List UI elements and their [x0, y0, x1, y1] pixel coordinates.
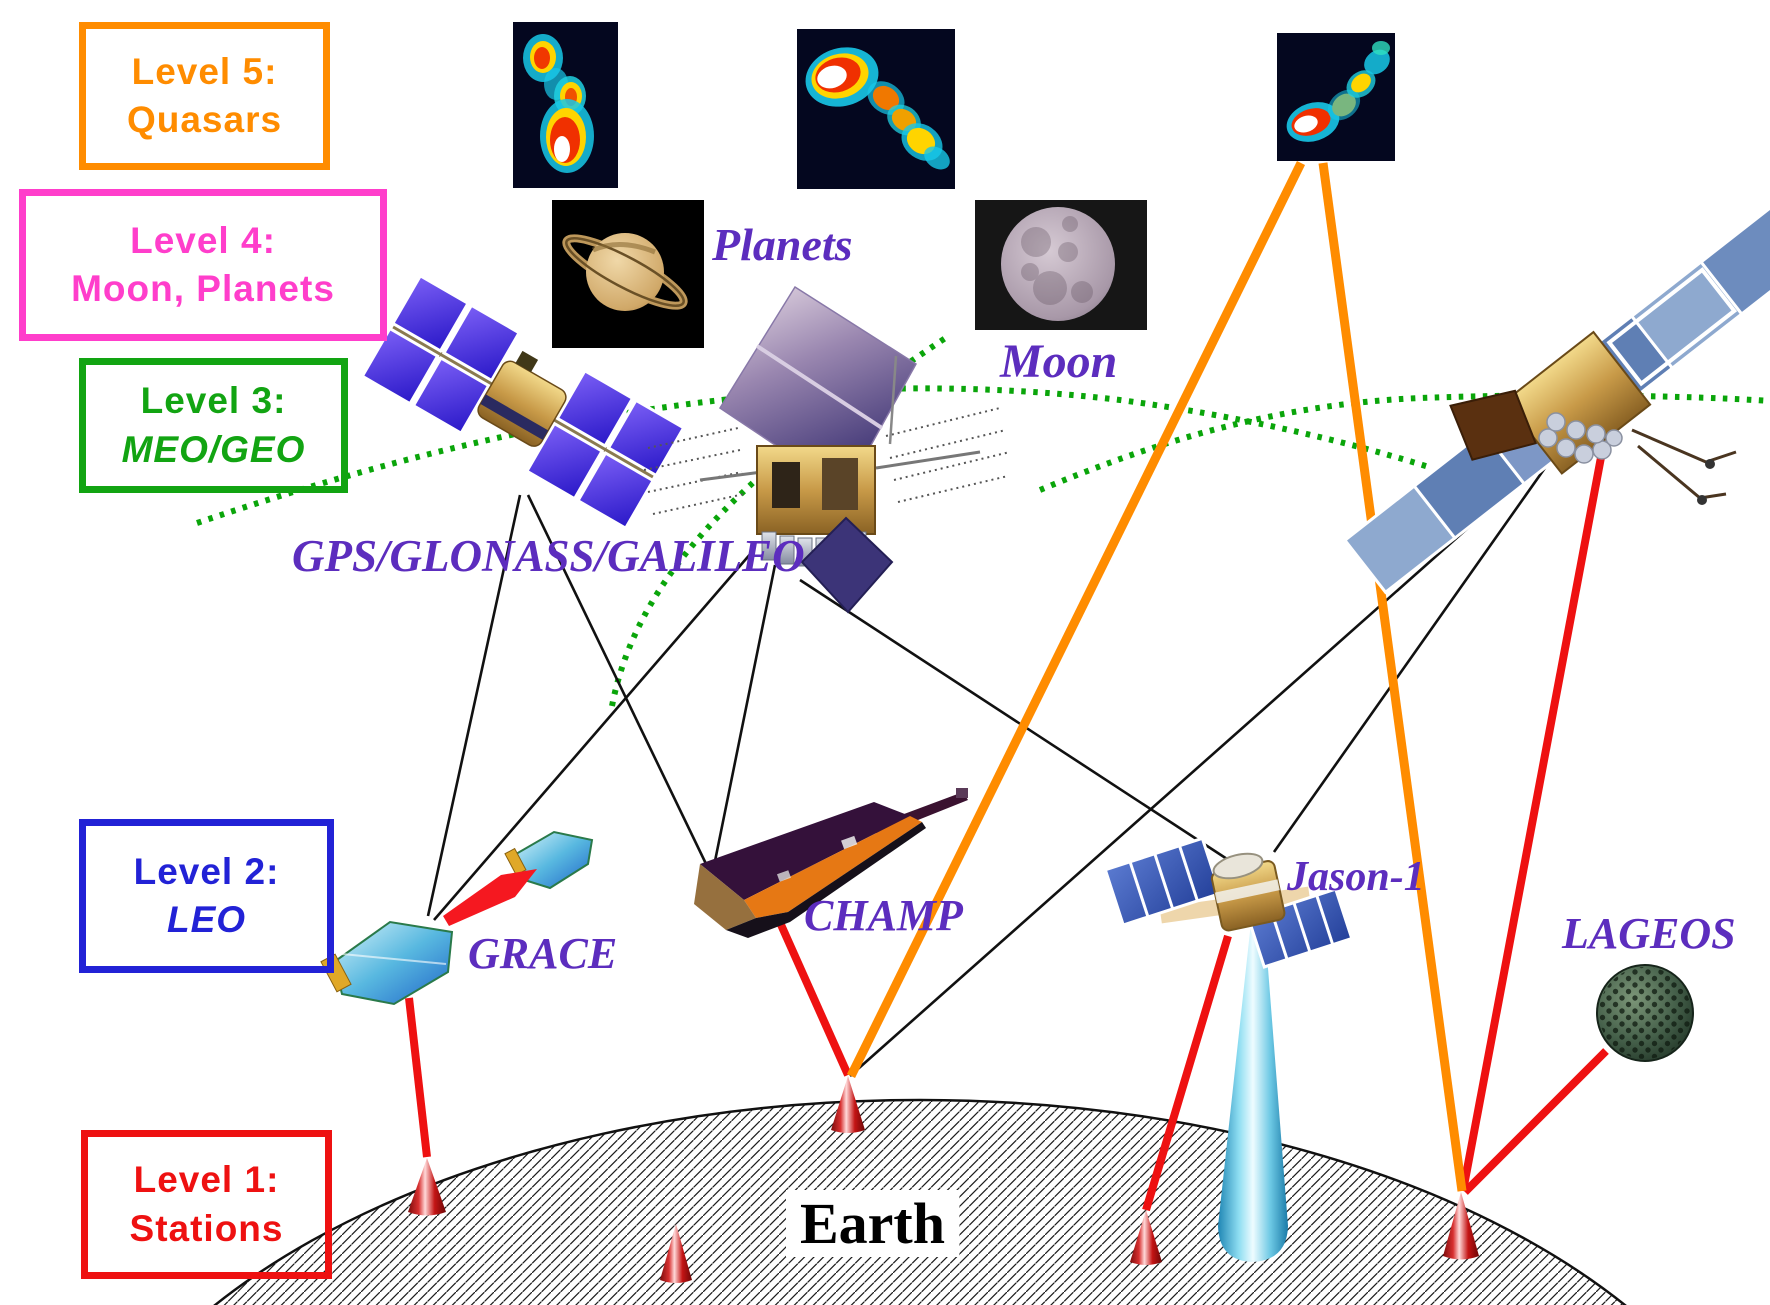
level2-line2: LEO [166, 899, 247, 940]
glonass-satellite [360, 273, 686, 531]
lageos-label: LAGEOS [1562, 909, 1736, 958]
planets-label: Planets [712, 219, 853, 270]
lageos-satellite [1596, 964, 1694, 1062]
grace-label: GRACE [468, 929, 618, 978]
gnss-label: GPS/GLONASS/GALILEO [292, 531, 805, 581]
grace-satellite-pair [320, 830, 594, 1006]
quasar-radio-map-1 [513, 22, 618, 188]
level1-line2: Stations [129, 1207, 284, 1249]
champ-satellite [694, 788, 968, 938]
saturn-image [552, 200, 704, 348]
level4-line2: Moon, Planets [71, 268, 335, 309]
quasar-radio-map-3 [1277, 33, 1395, 161]
level4-line1: Level 4: [130, 219, 276, 261]
gps-satellite [643, 285, 1011, 614]
level1-stations-box: Level 1: Stations [81, 1130, 332, 1279]
moon-label: Moon [1000, 335, 1118, 388]
grace-link-arrow [443, 869, 537, 926]
vlbi-orange-lines [846, 161, 1467, 1192]
jason1-satellite [1103, 836, 1354, 969]
ground-station-cones [408, 1076, 1479, 1283]
altimeter-beam [1218, 904, 1288, 1262]
level2-leo-box: Level 2: LEO [79, 819, 334, 973]
level5-quasars-box: Level 5: Quasars [79, 22, 330, 170]
geo-satellite [1342, 205, 1770, 595]
level5-line1: Level 5: [131, 50, 278, 92]
level4-moon-planets-box: Level 4: Moon, Planets [19, 189, 387, 341]
level3-line1: Level 3: [140, 380, 287, 422]
jason1-label: Jason-1 [1287, 854, 1425, 900]
quasar-radio-map-2 [797, 29, 955, 189]
moon-image [975, 200, 1147, 330]
level5-line2: Quasars [126, 99, 283, 140]
level2-line1: Level 2: [133, 850, 280, 892]
laser-ranging-red-lines [405, 451, 1609, 1212]
champ-label: CHAMP [804, 891, 963, 940]
orbit-arcs-green-dotted [196, 334, 1770, 707]
level1-line1: Level 1: [133, 1159, 280, 1201]
level3-meo-geo-box: Level 3: MEO/GEO [79, 358, 348, 493]
earth-label: Earth [786, 1190, 959, 1257]
level3-line2: MEO/GEO [121, 428, 306, 470]
